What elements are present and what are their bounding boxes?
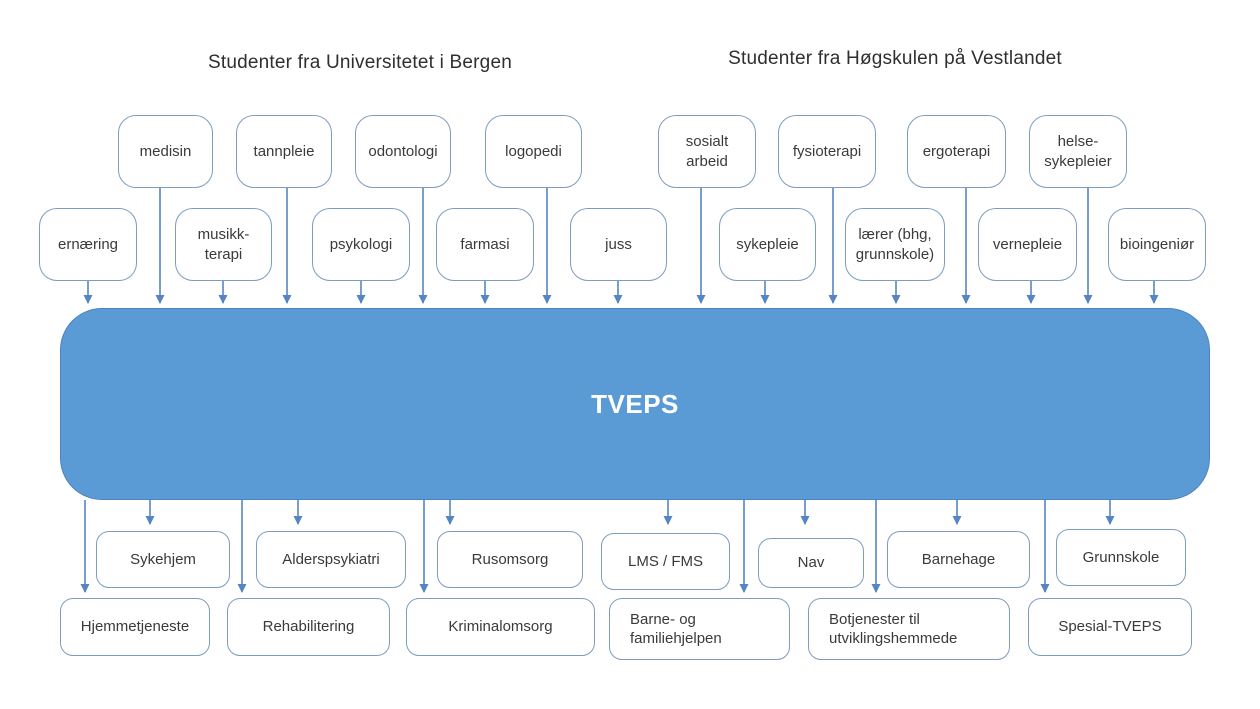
program-box-ergoterapi: ergoterapi — [907, 115, 1006, 188]
program-box-ernaering: ernæring — [39, 208, 137, 281]
header-uib: Studenter fra Universitetet i Bergen — [208, 52, 512, 73]
program-box-vernepleie: vernepleie — [978, 208, 1077, 281]
service-box-barnehage: Barnehage — [887, 531, 1030, 588]
program-box-tannpleie: tannpleie — [236, 115, 332, 188]
service-box-grunnskole: Grunnskole — [1056, 529, 1186, 586]
service-box-alderspsykiatri: Alderspsykiatri — [256, 531, 406, 588]
header-hvl: Studenter fra Høgskulen på Vestlandet — [728, 48, 1062, 69]
program-box-sosialt-arbeid: sosialt arbeid — [658, 115, 756, 188]
service-box-spesial-tveps: Spesial-TVEPS — [1028, 598, 1192, 656]
service-box-lms-fms: LMS / FMS — [601, 533, 730, 590]
program-box-fysioterapi: fysioterapi — [778, 115, 876, 188]
program-box-musikkterapi: musikk- terapi — [175, 208, 272, 281]
program-box-logopedi: logopedi — [485, 115, 582, 188]
program-box-helsesykepleier: helse- sykepleier — [1029, 115, 1127, 188]
service-box-sykehjem: Sykehjem — [96, 531, 230, 588]
service-box-kriminalomsorg: Kriminalomsorg — [406, 598, 595, 656]
program-box-psykologi: psykologi — [312, 208, 410, 281]
service-box-rusomsorg: Rusomsorg — [437, 531, 583, 588]
tveps-center-box: TVEPS — [60, 308, 1210, 500]
tveps-label: TVEPS — [591, 388, 679, 419]
service-box-botjenester: Botjenester til utviklingshemmede — [808, 598, 1010, 660]
program-box-medisin: medisin — [118, 115, 213, 188]
program-box-sykepleie: sykepleie — [719, 208, 816, 281]
service-box-hjemmetjeneste: Hjemmetjeneste — [60, 598, 210, 656]
service-box-rehabilitering: Rehabilitering — [227, 598, 390, 656]
service-box-nav: Nav — [758, 538, 864, 588]
service-box-barne-og-familiehjelpen: Barne- og familiehjelpen — [609, 598, 790, 660]
program-box-odontologi: odontologi — [355, 115, 451, 188]
program-box-juss: juss — [570, 208, 667, 281]
program-box-farmasi: farmasi — [436, 208, 534, 281]
program-box-laerer: lærer (bhg, grunnskole) — [845, 208, 945, 281]
program-box-bioingenioer: bioingeniør — [1108, 208, 1206, 281]
